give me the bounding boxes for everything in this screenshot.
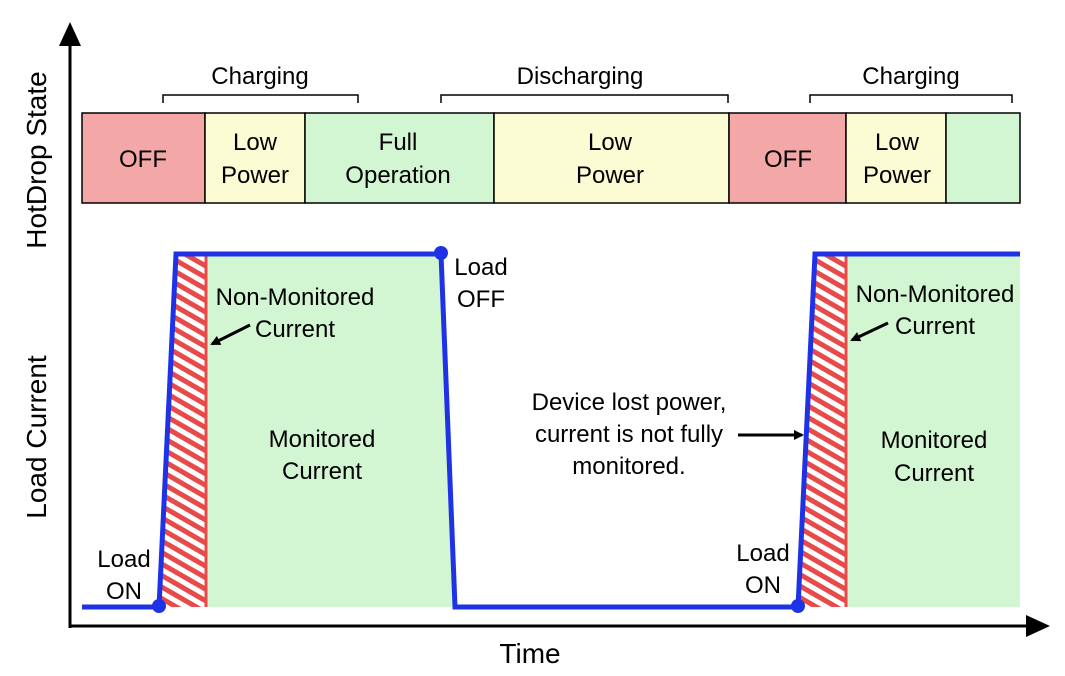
phase-label-charging-1: Charging: [211, 63, 308, 90]
non-monitored-regions: [159, 254, 848, 607]
load-on-2-line1: Load: [736, 540, 789, 567]
state-low-power-1-line1: Low: [233, 129, 278, 156]
x-axis-arrow: [1026, 615, 1050, 637]
load-off-marker: [434, 246, 448, 260]
monitored-region-1: [206, 254, 455, 607]
load-on-1-line2: ON: [106, 578, 142, 605]
load-off-line1: Load: [454, 254, 507, 281]
non-monitored-region-2: [798, 254, 846, 607]
phase-label-discharging: Discharging: [517, 63, 644, 90]
state-low-power-3-line2: Power: [863, 162, 931, 189]
monitored-region-2: [846, 254, 1020, 607]
phase-bracket-charging-2: [809, 94, 1013, 103]
phase-bracket-discharging: [440, 94, 729, 103]
phase-label-charging-2: Charging: [862, 63, 959, 90]
y-axis-label-top: HotDrop State: [21, 71, 52, 248]
state-low-power-2: [493, 112, 730, 204]
axes: [59, 22, 1050, 637]
non-monitored-1-line2: Current: [255, 316, 335, 343]
state-full-operation-line1: Full: [379, 129, 418, 156]
state-full-operation-2: [945, 112, 1021, 204]
non-monitored-2-line2: Current: [895, 313, 975, 340]
state-low-power-3-line1: Low: [875, 129, 920, 156]
state-low-power-1-line2: Power: [221, 162, 289, 189]
state-low-power-3: [845, 112, 947, 204]
device-lost-line1: Device lost power,: [532, 389, 727, 416]
state-low-power-2-line2: Power: [576, 162, 644, 189]
monitored-regions: [206, 254, 1020, 607]
state-full-operation: [304, 112, 495, 204]
load-on-2-line2: ON: [745, 572, 781, 599]
device-lost-line2: current is not fully: [535, 421, 723, 448]
load-current-line: [82, 251, 1020, 610]
non-monitored-2-line1: Non-Monitored: [856, 281, 1015, 308]
state-low-power-2-line1: Low: [588, 129, 633, 156]
load-on-marker-1: [152, 599, 166, 613]
load-on-1-line1: Load: [97, 546, 150, 573]
state-low-power-1: [204, 112, 306, 204]
monitored-1-line2: Current: [282, 458, 362, 485]
state-off-1-label: OFF: [119, 146, 167, 173]
device-lost-line3: monitored.: [572, 453, 685, 480]
monitored-2-line2: Current: [894, 460, 974, 487]
state-bar: OFF Low Power Full Operation Low Power O…: [81, 112, 1021, 204]
state-off-1: [81, 112, 206, 204]
monitored-2-line1: Monitored: [881, 427, 988, 454]
y-axis-label-bottom: Load Current: [21, 355, 52, 519]
non-monitored-1-line1: Non-Monitored: [216, 284, 375, 311]
non-monitored-2-arrow: [850, 321, 889, 342]
monitored-1-line1: Monitored: [269, 426, 376, 453]
non-monitored-region-1: [159, 254, 206, 607]
non-monitored-1-arrow: [210, 323, 251, 346]
state-off-2: [728, 112, 847, 204]
load-on-marker-2: [791, 599, 805, 613]
y-axis-arrow: [59, 22, 81, 46]
phase-bracket-charging-1: [162, 94, 359, 103]
state-off-2-label: OFF: [764, 146, 812, 173]
phase-brackets: Charging Discharging Charging: [162, 63, 1013, 103]
state-full-operation-line2: Operation: [345, 162, 450, 189]
load-off-line2: OFF: [457, 286, 505, 313]
x-axis-label: Time: [499, 638, 560, 669]
